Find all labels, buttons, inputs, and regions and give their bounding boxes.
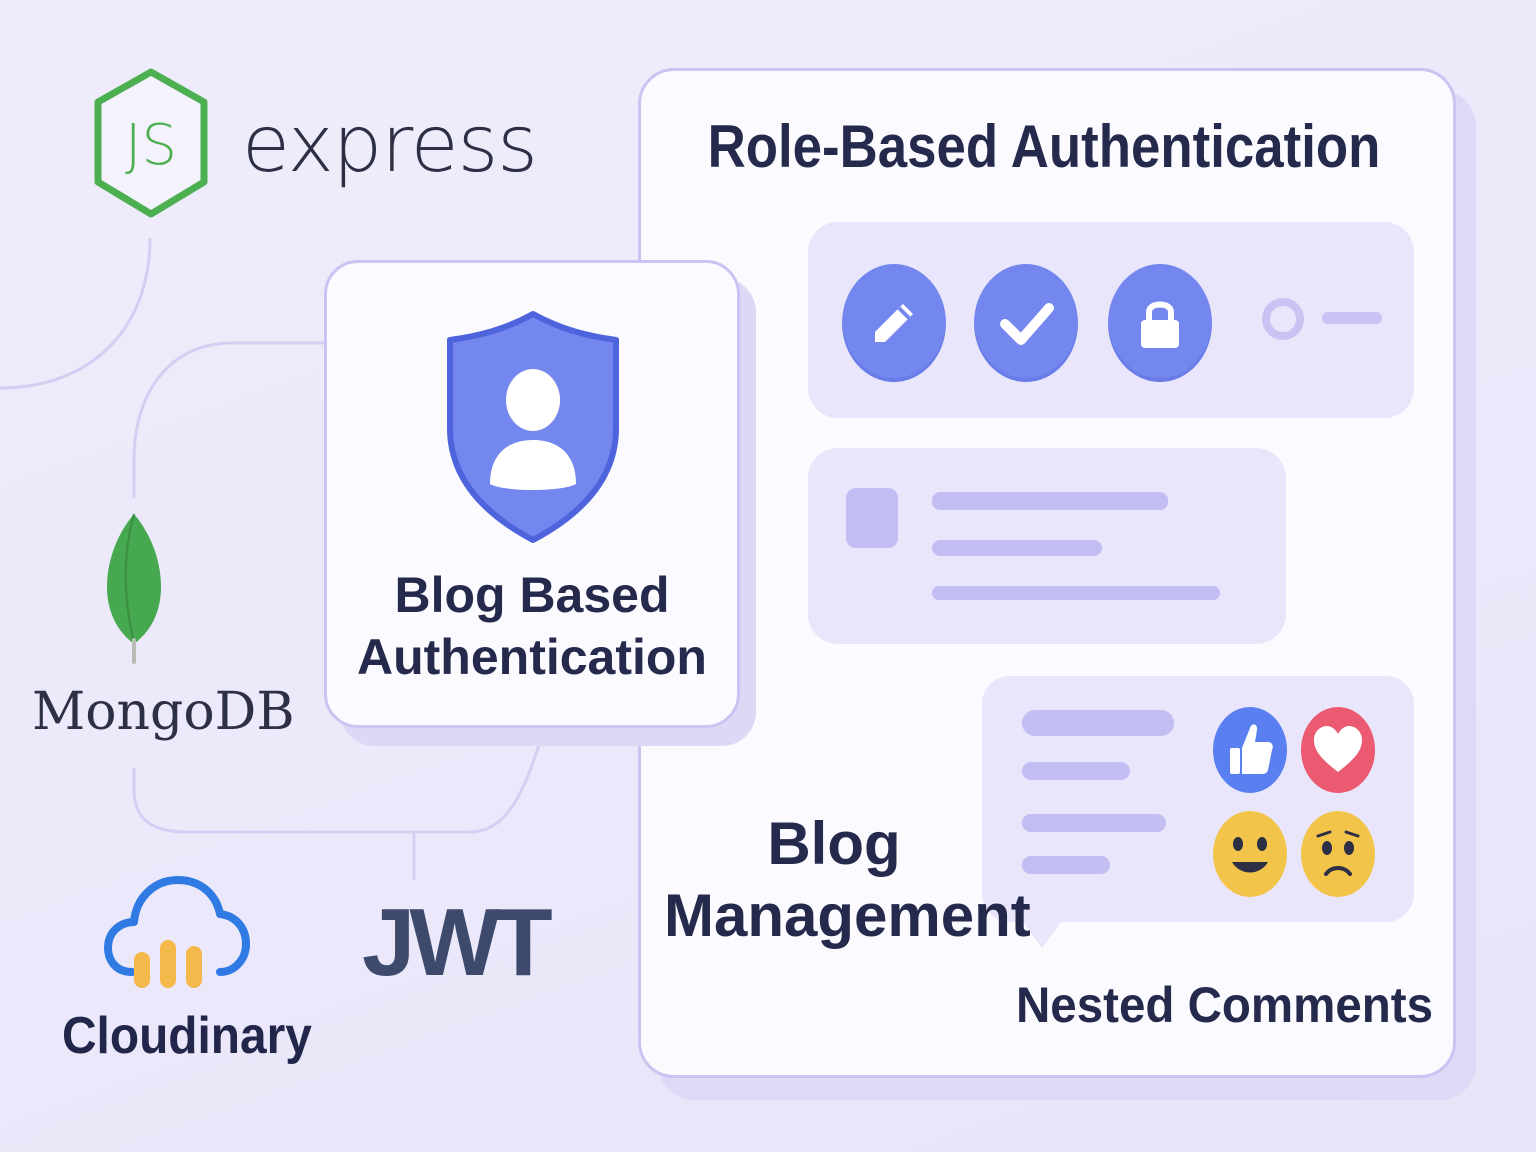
post-thumbnail: [846, 488, 898, 548]
cloudinary-cloud-icon: [104, 876, 250, 988]
approve-button[interactable]: [974, 264, 1078, 382]
express-logo-text: express: [242, 100, 538, 190]
blog-auth-line-2: Authentication: [357, 629, 707, 685]
lock-button[interactable]: [1108, 264, 1212, 382]
comment-line-1: [1022, 710, 1174, 736]
blog-management-label: Blog Management: [664, 808, 1031, 952]
thumbs-up-icon[interactable]: [1212, 706, 1288, 794]
toggle-knob[interactable]: [1262, 298, 1304, 340]
comment-line-4: [1022, 856, 1110, 874]
post-line-3: [932, 586, 1220, 600]
shield-user-icon: [447, 311, 619, 543]
comment-line-3: [1022, 814, 1166, 832]
role-based-title: Role-Based Authentication: [707, 113, 1381, 180]
nested-comments-label: Nested Comments: [1016, 977, 1434, 1033]
comment-bubble-tail: [1020, 918, 1064, 948]
nodejs-icon: JS: [94, 68, 208, 218]
blog-auth-line-1: Blog Based: [394, 567, 670, 623]
smile-icon[interactable]: [1212, 810, 1288, 898]
pencil-icon: [875, 304, 913, 342]
toggle-track[interactable]: [1322, 312, 1382, 324]
jwt-logo-text: JWT: [362, 889, 553, 996]
lock-icon: [1141, 301, 1179, 348]
blog-management-line-2: Management: [664, 882, 1031, 949]
mongodb-logo-text: MongoDB: [32, 682, 295, 742]
heart-icon[interactable]: [1300, 706, 1376, 794]
post-line-2: [932, 540, 1102, 556]
cloudinary-logo-text: Cloudinary: [62, 1007, 312, 1065]
mongodb-leaf-icon: [107, 513, 161, 664]
frown-icon[interactable]: [1300, 810, 1376, 898]
edit-button[interactable]: [842, 264, 946, 382]
blog-management-line-1: Blog: [767, 810, 901, 877]
nodejs-js-label: JS: [125, 113, 177, 178]
check-icon: [1000, 303, 1054, 345]
post-line-1: [932, 492, 1168, 510]
comment-line-2: [1022, 762, 1130, 780]
blog-auth-label: Blog Based Authentication: [324, 564, 740, 688]
